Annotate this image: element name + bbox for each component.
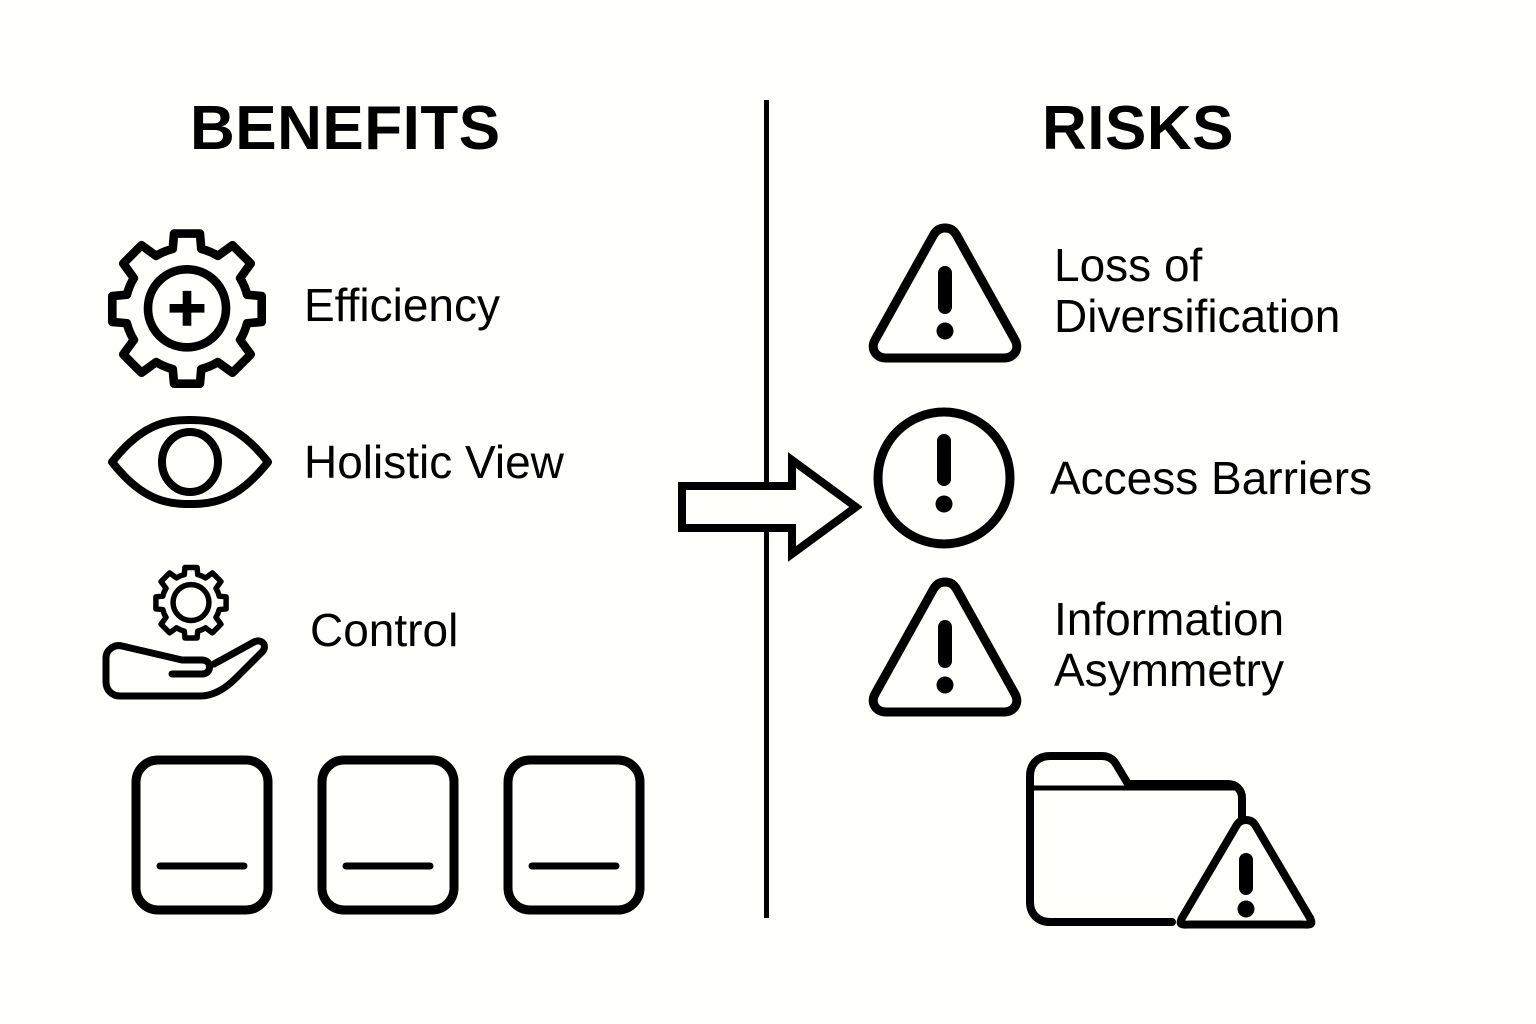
benefit-label-control: Control (310, 603, 459, 656)
card-2 (316, 754, 460, 916)
folder-icon (1026, 752, 1246, 926)
risk-item-information-asymmetry: Information Asymmetry (866, 572, 1284, 718)
benefits-column-title: BENEFITS (190, 94, 501, 163)
benefit-item-control: Control (96, 560, 458, 700)
benefit-label-efficiency: Efficiency (304, 278, 501, 331)
risks-column-title: RISKS (1042, 94, 1234, 163)
alert-circle-icon (872, 406, 1016, 550)
risk-label-access-barriers: Access Barriers (1050, 451, 1373, 504)
card-1 (130, 754, 274, 916)
risk-item-loss-of-diversification: Loss of Diversification (866, 218, 1340, 364)
benefit-label-holistic-view: Holistic View (304, 435, 564, 488)
benefit-item-holistic-view: Holistic View (104, 412, 564, 512)
hand-holding-gear-icon (96, 560, 276, 700)
risk-label-loss-of-diversification: Loss of Diversification (1054, 239, 1341, 342)
warning-triangle-icon (1176, 816, 1316, 929)
flow-arrow-right-icon (676, 452, 862, 562)
card-3 (502, 754, 646, 916)
eye-icon (104, 412, 276, 512)
warning-triangle-icon (866, 218, 1024, 364)
benefit-item-efficiency: Efficiency (104, 222, 500, 388)
risk-item-access-barriers: Access Barriers (872, 406, 1372, 550)
gear-plus-icon (104, 222, 270, 388)
folder-with-warning-graphic (1024, 746, 1324, 932)
risk-label-information-asymmetry: Information Asymmetry (1054, 593, 1285, 696)
warning-triangle-icon (866, 572, 1024, 718)
three-cards-graphic (130, 754, 646, 916)
